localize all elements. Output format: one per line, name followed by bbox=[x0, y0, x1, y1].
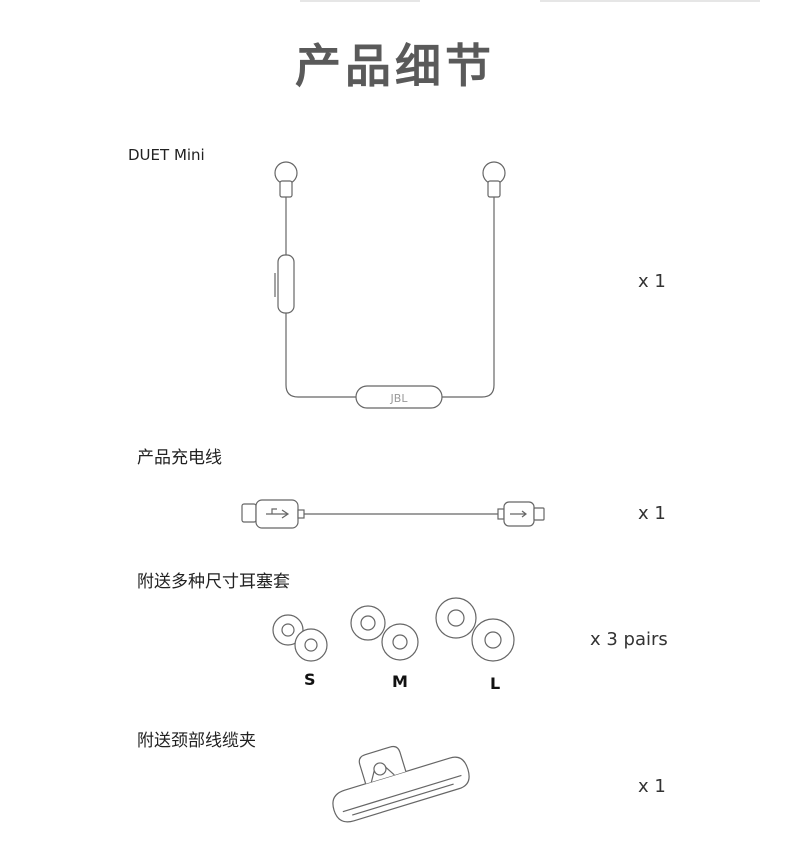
item-quantity-ear-tips: x 3 pairs bbox=[590, 629, 668, 650]
size-label-s: S bbox=[304, 670, 316, 689]
item-quantity-earphones: x 1 bbox=[638, 271, 666, 292]
item-quantity-cable-clip: x 1 bbox=[638, 776, 666, 797]
top-divider-left bbox=[300, 0, 420, 2]
size-label-m: M bbox=[392, 672, 408, 691]
item-label-ear-tips: 附送多种尺寸耳塞套 bbox=[137, 572, 290, 592]
top-divider-right bbox=[540, 0, 760, 2]
ear-tips-illustration bbox=[272, 597, 515, 662]
item-label-cable-clip: 附送颈部线缆夹 bbox=[137, 731, 256, 751]
jbl-logo: JBL bbox=[390, 392, 409, 405]
item-label-earphones: DUET Mini bbox=[128, 146, 205, 164]
item-quantity-cable: x 1 bbox=[638, 503, 666, 524]
size-label-l: L bbox=[490, 674, 501, 693]
page-title: 产品细节 bbox=[295, 39, 495, 93]
neck-cable-clip-illustration bbox=[332, 745, 470, 823]
earphones-illustration: JBL bbox=[274, 161, 506, 409]
usb-charging-cable-illustration bbox=[241, 499, 545, 529]
item-label-cable: 产品充电线 bbox=[137, 448, 222, 468]
